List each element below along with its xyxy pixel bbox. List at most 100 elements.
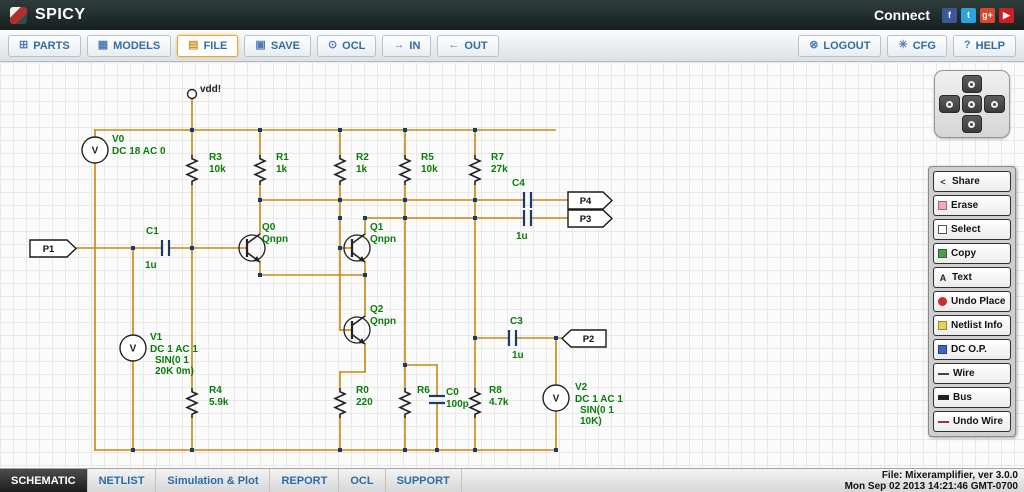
wires[interactable] xyxy=(75,98,569,451)
toolbar-button-parts[interactable]: ⊞PARTS xyxy=(8,34,81,57)
svg-text:R0: R0 xyxy=(356,385,369,396)
toolbar-button-save[interactable]: ▣SAVE xyxy=(244,34,311,57)
svg-text:C4: C4 xyxy=(512,178,525,189)
resistor-R7[interactable] xyxy=(468,155,482,185)
svg-text:10k: 10k xyxy=(421,164,438,175)
out-icon: ← xyxy=(448,39,460,51)
copy-label: Copy xyxy=(951,248,976,259)
port-P2[interactable]: P2 xyxy=(560,329,607,348)
tab-ocl[interactable]: OCL xyxy=(339,469,386,492)
copy-icon xyxy=(938,249,947,258)
select-button[interactable]: Select xyxy=(933,219,1011,240)
logout-icon: ⊗ xyxy=(809,39,819,51)
source-V0[interactable]: V xyxy=(81,136,109,164)
capacitor-C1[interactable] xyxy=(160,240,171,256)
svg-text:P4: P4 xyxy=(580,196,592,207)
resistor-R3[interactable] xyxy=(185,155,199,185)
capacitor-C0[interactable] xyxy=(429,394,445,405)
svg-text:DC 1 AC 1: DC 1 AC 1 xyxy=(150,344,198,355)
svg-text:vdd!: vdd! xyxy=(200,84,221,95)
help-icon: ? xyxy=(963,39,971,51)
pan-left-button[interactable] xyxy=(939,95,960,113)
undo-wire-button[interactable]: Undo Wire xyxy=(933,411,1011,432)
undo-wire-icon xyxy=(938,420,949,423)
dc-op-icon xyxy=(938,345,947,354)
svg-text:V: V xyxy=(92,146,99,157)
transistor-Q1[interactable] xyxy=(343,233,371,263)
app-title: SPICY xyxy=(35,6,86,23)
toolbar-button-logout[interactable]: ⊗LOGOUT xyxy=(798,34,882,57)
toolbar-button-file[interactable]: ▤FILE xyxy=(177,34,239,57)
share-button[interactable]: <Share xyxy=(933,171,1011,192)
svg-text:1u: 1u xyxy=(145,260,157,271)
toolbar-label-cfg: CFG xyxy=(912,39,936,52)
pan-up-button[interactable] xyxy=(961,75,983,93)
port-P4[interactable]: P4 xyxy=(567,191,614,210)
google-plus-icon[interactable]: g+ xyxy=(980,7,995,23)
vdd-pin[interactable] xyxy=(186,88,198,100)
svg-text:R5: R5 xyxy=(421,152,434,163)
connect-link[interactable]: Connect xyxy=(874,7,930,23)
toolbar-button-help[interactable]: ?HELP xyxy=(952,34,1016,57)
facebook-icon[interactable]: f xyxy=(942,7,957,23)
port-P1[interactable]: P1 xyxy=(29,239,78,258)
svg-text:C0: C0 xyxy=(446,387,459,398)
bus-label: Bus xyxy=(953,392,972,403)
capacitor-C4[interactable] xyxy=(522,192,533,208)
tab-simulation[interactable]: Simulation & Plot xyxy=(156,469,271,492)
spicy-logo xyxy=(10,6,27,24)
source-V2[interactable]: V xyxy=(542,384,570,412)
source-V1[interactable]: V xyxy=(119,334,147,362)
undo-place-button[interactable]: Undo Place xyxy=(933,291,1011,312)
resistor-R6[interactable] xyxy=(398,388,412,418)
toolbar-button-out[interactable]: ←OUT xyxy=(437,34,499,57)
tab-support[interactable]: SUPPORT xyxy=(386,469,462,492)
pan-right-button[interactable] xyxy=(984,95,1005,113)
resistor-R5[interactable] xyxy=(398,155,412,185)
capacitor-out2[interactable] xyxy=(522,210,533,226)
svg-text:1k: 1k xyxy=(356,164,368,175)
wire-label: Wire xyxy=(953,368,975,379)
pan-down-button[interactable] xyxy=(961,115,983,133)
toolbar-button-ocl[interactable]: ⊙OCL xyxy=(316,34,377,57)
dc-op-button[interactable]: DC O.P. xyxy=(933,339,1011,360)
pan-down-icon xyxy=(968,120,976,128)
erase-button[interactable]: Erase xyxy=(933,195,1011,216)
bus-button[interactable]: Bus xyxy=(933,387,1011,408)
toolbar-button-models[interactable]: ▦MODELS xyxy=(86,34,172,57)
resistor-R8[interactable] xyxy=(468,388,482,418)
tab-netlist[interactable]: NETLIST xyxy=(88,469,157,492)
port-P3[interactable]: P3 xyxy=(567,209,614,228)
svg-text:R1: R1 xyxy=(276,152,289,163)
save-icon: ▣ xyxy=(255,39,266,51)
tab-report[interactable]: REPORT xyxy=(270,469,340,492)
netlist-info-button[interactable]: Netlist Info xyxy=(933,315,1011,336)
undo-place-icon xyxy=(938,297,947,306)
toolbar-button-cfg[interactable]: ✳CFG xyxy=(887,34,947,57)
tab-schematic[interactable]: SCHEMATIC xyxy=(0,469,88,492)
wire-button[interactable]: Wire xyxy=(933,363,1011,384)
pan-right-icon xyxy=(991,100,999,108)
copy-button[interactable]: Copy xyxy=(933,243,1011,264)
pan-center-button[interactable] xyxy=(961,95,983,113)
youtube-icon[interactable]: ▶ xyxy=(999,7,1014,23)
resistor-R2[interactable] xyxy=(333,155,347,185)
netlist-info-label: Netlist Info xyxy=(951,320,1003,331)
resistor-R4[interactable] xyxy=(185,388,199,418)
toolbar-button-in[interactable]: →IN xyxy=(382,34,432,57)
transistor-Q2[interactable] xyxy=(343,315,371,345)
twitter-icon[interactable]: t xyxy=(961,7,976,23)
svg-text:R7: R7 xyxy=(491,152,504,163)
svg-text:P1: P1 xyxy=(43,244,55,255)
capacitor-C3[interactable] xyxy=(507,330,518,346)
svg-text:1k: 1k xyxy=(276,164,288,175)
svg-text:Qnpn: Qnpn xyxy=(370,316,396,327)
transistor-Q0[interactable] xyxy=(238,233,266,263)
resistor-R0[interactable] xyxy=(333,388,347,418)
resistor-R1[interactable] xyxy=(253,155,267,185)
